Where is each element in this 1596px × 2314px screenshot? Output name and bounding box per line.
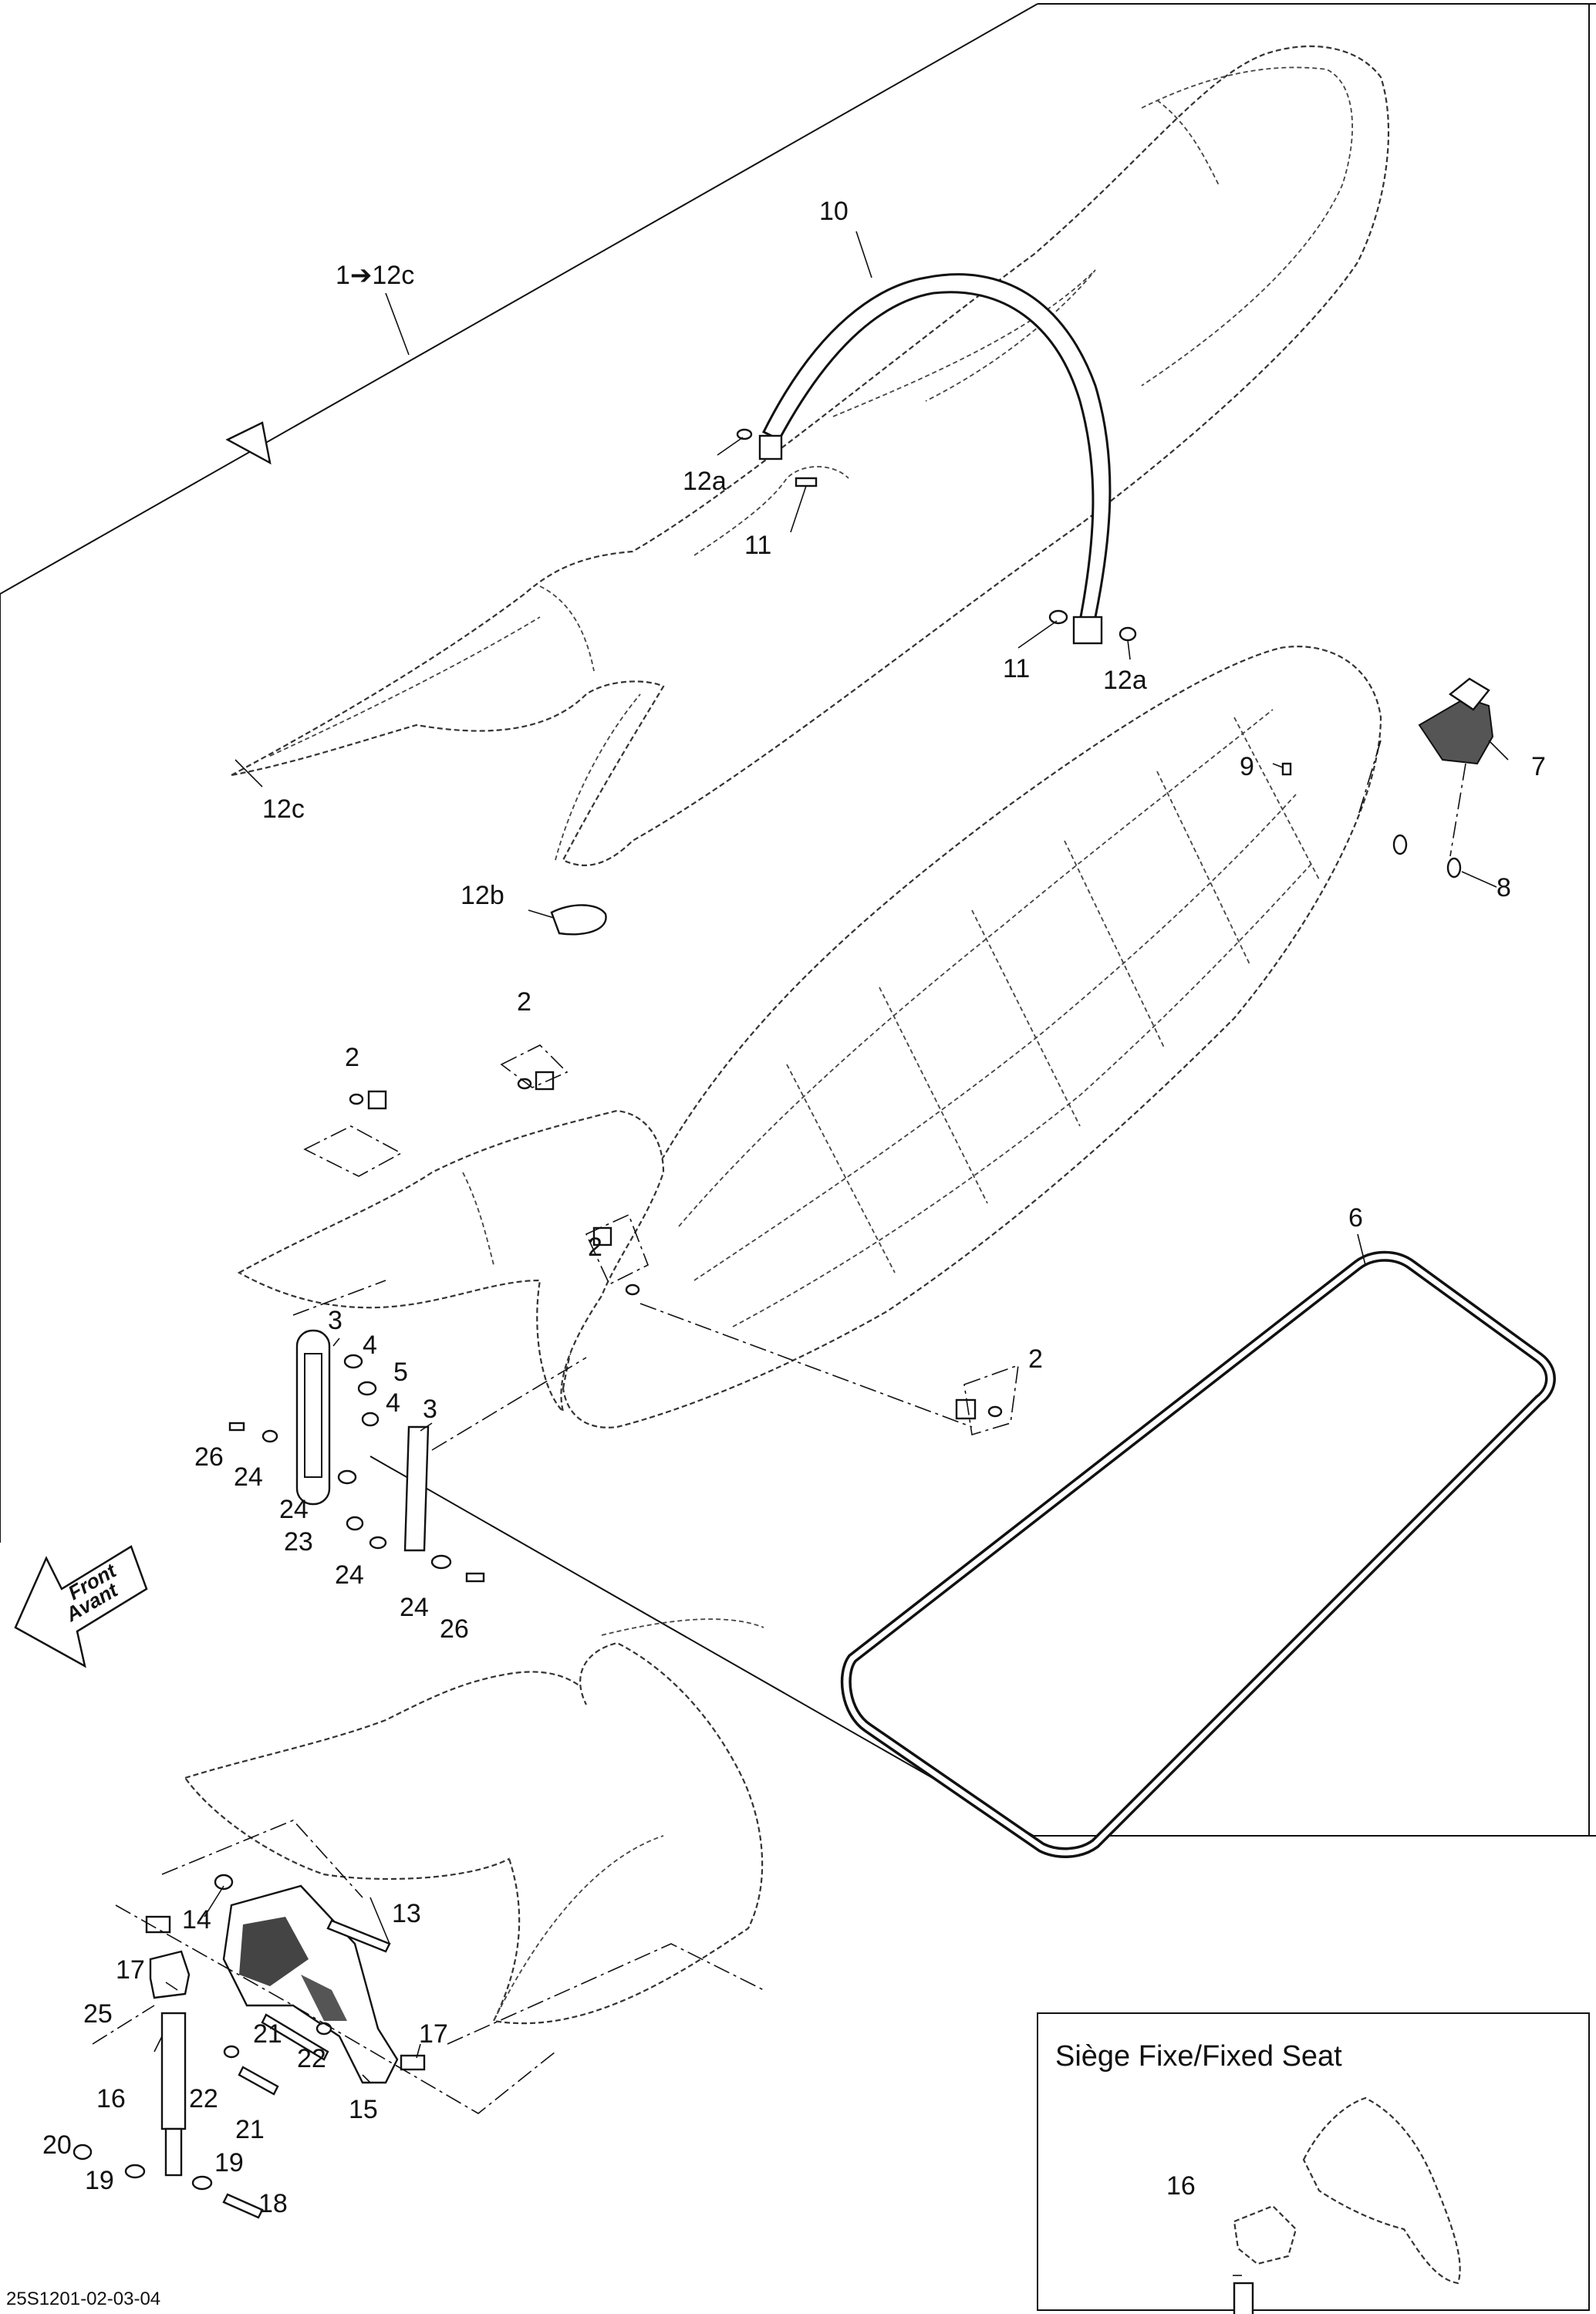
lower-seat-frame [184, 1618, 764, 2025]
seat-cap-12b [550, 904, 607, 936]
callout-2-c: 2 [588, 1233, 602, 1262]
front-direction-arrow: Front Avant [14, 1545, 148, 1668]
callout-16-inset: 16 [1166, 2171, 1196, 2201]
callout-leaders [154, 231, 1509, 2276]
seat-base-frame [237, 646, 1382, 1429]
callout-17-a: 17 [116, 1955, 145, 1985]
seat-assembly-frame [0, 3, 1038, 1543]
inset-frame [1037, 2012, 1590, 2311]
callout-4-b: 4 [386, 1388, 400, 1418]
callout-22-b: 22 [189, 2084, 218, 2113]
callout-12a-right: 12a [1103, 666, 1147, 695]
callout-13: 13 [392, 1899, 421, 1928]
callout-11-top: 11 [744, 531, 771, 560]
seat-cap-12c [225, 421, 272, 465]
callout-26-a: 26 [194, 1442, 224, 1472]
drawing-code: 25S1201-02-03-04 [6, 2289, 160, 2309]
callout-10: 10 [819, 197, 849, 226]
callout-24-b: 24 [279, 1495, 309, 1524]
callout-2-a: 2 [517, 987, 531, 1017]
frame-bottom-edge [369, 1456, 1034, 1837]
fixed-seat-inset: Siège Fixe/Fixed Seat [1037, 2012, 1590, 2314]
assembly-phantom-lines [92, 740, 1466, 2114]
callout-19-a: 19 [85, 2166, 114, 2195]
nuts-part-2 [349, 1071, 1003, 1420]
callout-8: 8 [1496, 873, 1511, 902]
seat-strap [758, 273, 1112, 645]
callout-7: 7 [1531, 752, 1546, 781]
callout-15: 15 [349, 2095, 378, 2124]
callout-22-a: 22 [297, 2044, 326, 2073]
inset-title: Siège Fixe/Fixed Seat [1055, 2040, 1342, 2073]
callout-19-b: 19 [214, 2148, 244, 2177]
callout-18: 18 [258, 2189, 288, 2218]
callout-3-a: 3 [328, 1306, 342, 1335]
callout-20: 20 [42, 2130, 72, 2160]
callout-24-c: 24 [335, 1560, 364, 1590]
callout-24-d: 24 [400, 1593, 429, 1622]
callout-12b: 12b [461, 881, 504, 910]
callout-23: 23 [284, 1527, 313, 1557]
callout-25: 25 [83, 1999, 113, 2029]
callout-6: 6 [1348, 1203, 1363, 1233]
seat-post-bracket [145, 1874, 426, 2096]
strap-fasteners [736, 428, 1137, 642]
callout-5: 5 [393, 1358, 408, 1387]
callout-12c: 12c [262, 794, 305, 824]
callout-21-a: 21 [253, 2019, 282, 2049]
callout-9: 9 [1240, 752, 1254, 781]
callout-4-a: 4 [363, 1331, 377, 1360]
seat-gasket [840, 1250, 1556, 1858]
gas-spring [73, 2012, 264, 2219]
callout-17-b: 17 [419, 2019, 448, 2049]
callout-24-a: 24 [234, 1462, 263, 1492]
callout-14: 14 [182, 1905, 211, 1935]
callout-11-right: 11 [1003, 654, 1030, 683]
callout-3-b: 3 [423, 1395, 437, 1424]
callout-21-b: 21 [235, 2115, 265, 2144]
callout-2-b: 2 [345, 1043, 359, 1072]
linkage-arms [228, 1329, 485, 1583]
callout-labels: 1➔12c 10 12a 11 11 12a 12c 12b 9 7 8 2 2… [6, 197, 1546, 2309]
callout-26-b: 26 [440, 1614, 469, 1644]
seat-cushion [231, 45, 1390, 866]
callout-1-12c: 1➔12c [336, 261, 414, 290]
seat-latch [1281, 677, 1494, 879]
callout-2-d: 2 [1028, 1344, 1043, 1374]
callout-12a-top: 12a [683, 467, 727, 496]
callout-16: 16 [96, 2084, 126, 2113]
